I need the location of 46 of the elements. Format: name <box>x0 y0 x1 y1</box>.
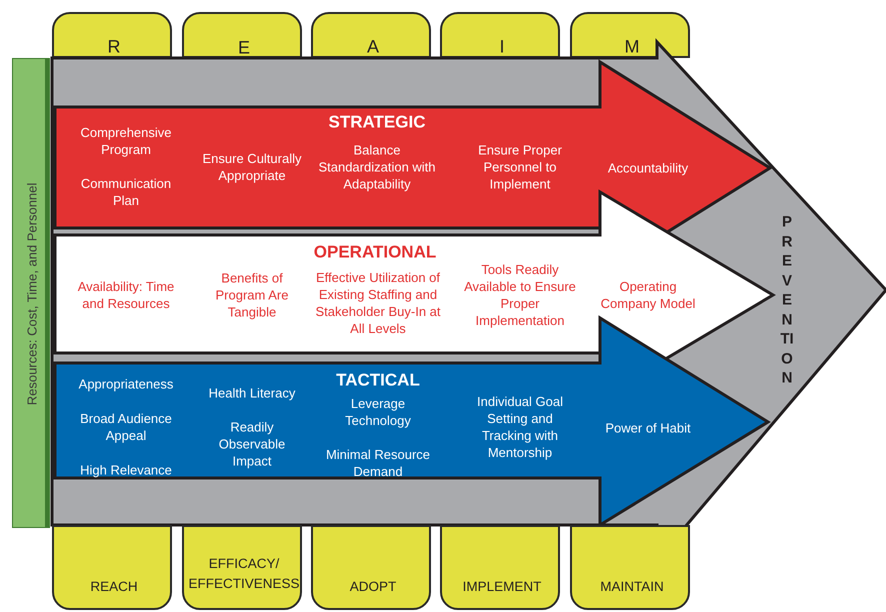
item-text: Appropriateness <box>78 376 174 392</box>
arrow-heading: OPERATIONAL <box>312 244 438 260</box>
item-text: Leverage Technology <box>344 395 412 429</box>
column-tab <box>311 525 431 610</box>
column-letter: I <box>498 38 506 56</box>
column-tab <box>570 525 690 610</box>
column-label: ADOPT <box>348 578 398 596</box>
item-text: Comprehensive Program <box>79 124 173 158</box>
column-tab <box>52 12 172 58</box>
column-label: REACH <box>89 578 139 596</box>
item-text: Minimal Resource Demand <box>324 446 432 480</box>
column-tab <box>182 12 302 58</box>
column-label: MAINTAIN <box>599 578 665 596</box>
column-label: IMPLEMENT <box>462 578 542 596</box>
column-tab <box>440 525 560 610</box>
item-text: Effective Utilization of Existing Staffing and Stakeholder Buy-In at All Levels <box>314 269 442 337</box>
item-text: Operating Company Model <box>600 278 696 312</box>
arrow-heading: STRATEGIC <box>328 114 426 130</box>
item-text: Health Literacy <box>208 384 296 402</box>
column-letter: A <box>366 38 380 56</box>
item-text: Benefits of Program Are Tangible <box>214 270 290 320</box>
column-tab <box>440 12 560 58</box>
vertical-label: PREVENTION <box>780 212 794 388</box>
column-letter: M <box>624 38 640 56</box>
arrow-heading: TACTICAL <box>335 372 421 388</box>
item-text: Balance Standardization with Adaptability <box>317 142 437 192</box>
item-text: Ensure Culturally Appropriate <box>202 150 302 184</box>
rotated-label: Resources: Cost, Time, and Personnel <box>24 182 40 408</box>
column-letter: E <box>236 40 251 56</box>
item-text: Availability: Time and Resources <box>76 278 176 312</box>
column-tab <box>182 525 302 610</box>
item-text: High Relevance <box>79 462 173 478</box>
column-letter: R <box>106 38 122 56</box>
item-text: Ensure Proper Personnel to Implement <box>477 142 563 192</box>
item-text: Readily Observable Impact <box>218 418 286 470</box>
item-text: Broad Audience Appeal <box>79 410 173 444</box>
item-text: Communication Plan <box>80 175 172 209</box>
item-text: Tools Readily Available to Ensure Proper Implementation <box>463 261 577 329</box>
column-tab <box>570 12 690 58</box>
column-tab <box>52 525 172 610</box>
side-bar <box>12 58 50 528</box>
item-text: Power of Habit <box>604 420 692 436</box>
item-text: Individual Goal Setting and Tracking with Mentorship <box>476 393 564 461</box>
column-tab <box>311 12 431 58</box>
item-text: Accountability <box>606 160 690 176</box>
column-label: EFFICACY/ EFFECTIVENESS <box>187 555 301 593</box>
